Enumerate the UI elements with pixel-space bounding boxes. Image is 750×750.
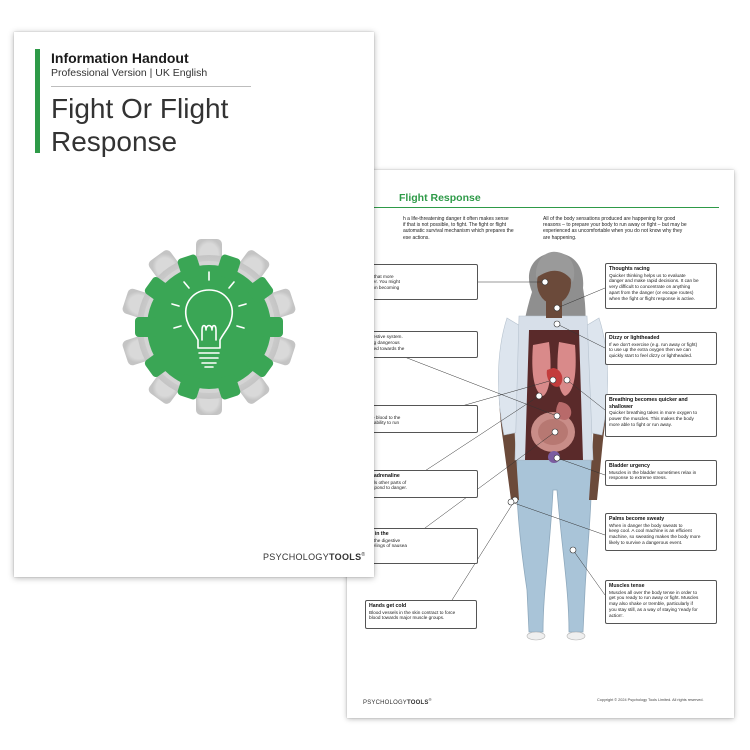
annotation-dizzy: Dizzy or lightheaded If we don't exercis…: [605, 332, 717, 365]
logo-text-bold: TOOLS: [329, 552, 362, 562]
header-divider: [51, 86, 251, 87]
annotation-sweaty-palms: Palms become sweaty When in danger the b…: [605, 513, 717, 551]
handout-type: Information Handout: [51, 50, 189, 66]
annotation-muscles-tense: Muscles tense Muscles all over the body …: [605, 580, 717, 624]
logo-registered-mark: ®: [361, 552, 366, 558]
annotation-thoughts-racing: Thoughts racing Quicker thinking helps u…: [605, 263, 717, 309]
annotation-hands-cold: Hands get cold Blood vessels in the skin…: [365, 600, 477, 629]
annotation-title: Dizzy or lightheaded: [609, 335, 660, 341]
psychology-tools-logo: PSYCHOLOGYTOOLS®: [363, 697, 432, 706]
lightbulb-in-gear-icon: [122, 239, 296, 415]
annotation-title: Hands get cold: [369, 603, 407, 609]
accent-bar: [35, 49, 40, 153]
annotation-body: Quicker breathing takes in more oxygen t…: [609, 410, 698, 427]
logo-registered-mark: ®: [428, 697, 432, 702]
handout-title: Fight Or Flight Response: [51, 93, 229, 157]
cover-page: Information Handout Professional Version…: [14, 32, 374, 577]
annotation-title: Bladder urgency: [609, 463, 650, 469]
annotation-body: Quicker thinking helps us to evaluate da…: [609, 272, 699, 302]
annotation-body: Muscles all over the body tense in order…: [609, 589, 699, 619]
diagram-page-title: Flight Response: [399, 192, 481, 204]
title-divider: [347, 207, 719, 208]
annotation-body: Muscles in the bladder sometimes relax i…: [609, 469, 697, 481]
annotation-title: Muscles tense: [609, 583, 645, 589]
intro-text-left: h a life-threatening danger it often mak…: [403, 216, 514, 241]
annotation-bladder: Bladder urgency Muscles in the bladder s…: [605, 460, 717, 486]
psychology-tools-logo: PSYCHOLOGYTOOLS®: [263, 552, 365, 562]
annotation-body: If we don't exercise (e.g. run away or f…: [609, 341, 698, 359]
annotation-title: Palms become sweaty: [609, 516, 665, 522]
annotation-title: Thoughts racing: [609, 266, 650, 272]
logo-text-bold: TOOLS: [407, 700, 429, 706]
annotation-breathing: Breathing becomes quicker and shallower …: [605, 394, 717, 437]
annotation-title: Breathing becomes quicker and shallower: [609, 397, 688, 410]
intro-text-right: All of the body sensations produced are …: [543, 216, 687, 241]
diagram-page: Flight Response h a life-threatening dan…: [347, 170, 734, 718]
copyright-notice: Copyright © 2024 Psychology Tools Limite…: [597, 698, 704, 702]
logo-text-light: PSYCHOLOGY: [363, 700, 408, 706]
logo-text-light: PSYCHOLOGY: [263, 552, 330, 562]
annotation-body: When in danger the body sweats to keep c…: [609, 522, 701, 546]
body-illustration: [401, 251, 608, 641]
annotation-body: Blood vessels in the skin contract to fo…: [369, 609, 456, 621]
handout-version: Professional Version | UK English: [51, 67, 208, 79]
